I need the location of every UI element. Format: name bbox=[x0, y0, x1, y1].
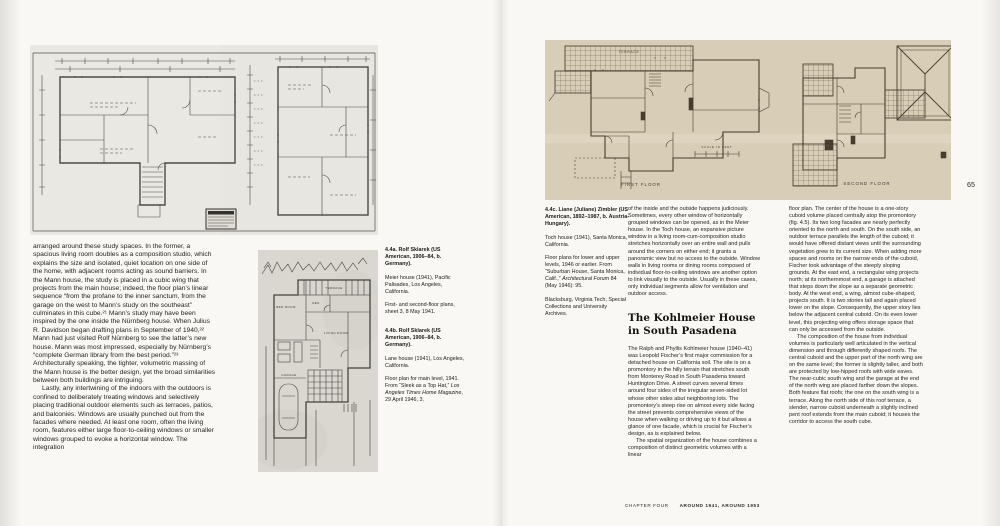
footer-chapter: CHAPTER FOUR bbox=[625, 503, 669, 508]
caption-line: Lane house (1941), Los Angeles, Californ… bbox=[385, 355, 465, 369]
footer-running-title: AROUND 1941, AROUND 1953 bbox=[679, 503, 760, 508]
paragraph: of the inside and the outside happens ju… bbox=[628, 206, 760, 298]
paragraph: floor plan. The center of the house is a… bbox=[789, 206, 922, 333]
paragraph: arranged around these study spaces. In t… bbox=[33, 243, 216, 384]
caption-line: Floor plans for lower and upper levels, … bbox=[545, 255, 629, 290]
plan-label-first-floor: FIRST FLOOR bbox=[621, 182, 661, 187]
heading-line: in South Pasadena bbox=[628, 324, 737, 337]
plan-label-terrace: TERRACE bbox=[619, 50, 640, 54]
room-label-garage: GARAGE bbox=[281, 373, 296, 377]
paragraph: The composition of the house from indivi… bbox=[789, 333, 923, 425]
toch-house-plan-drawing: TERRACE SCALE IN FEET FIRST FLOOR SECOND… bbox=[545, 40, 951, 200]
page-footer: CHAPTER FOUR AROUND 1941, AROUND 1953 bbox=[625, 503, 760, 508]
caption-text: Floor plan for main level, 1941. From “S… bbox=[385, 376, 460, 390]
caption-head: 4.4c. Liane (Juliane) Zimbler (US Americ… bbox=[545, 207, 629, 228]
lane-house-plan-drawing: TERRACE BED ROOM DEN LIVING ROOM GARAGE bbox=[258, 250, 378, 472]
caption-head: 4.4b. Rolf Sklarek (US American, 1906–84… bbox=[385, 328, 442, 349]
spread-gutter-shadow bbox=[492, 0, 510, 526]
caption-line: Meier house (1941), Pacific Palisades, L… bbox=[385, 274, 451, 295]
caption-line: Toch house (1941), Santa Monica, Califor… bbox=[545, 234, 628, 248]
caption-4-4b: 4.4b. Rolf Sklarek (US American, 1906–84… bbox=[385, 328, 465, 404]
caption-head: 4.4a. Rolf Sklarek (US American, 1906–84… bbox=[385, 247, 442, 268]
caption-line: First- and second-floor plans, sheet 3, … bbox=[385, 302, 455, 316]
plan-label-scale: SCALE IN FEET bbox=[701, 145, 732, 149]
figure-toch-house-plans: TERRACE SCALE IN FEET FIRST FLOOR SECOND… bbox=[545, 40, 951, 200]
paragraph: The spatial organization of the house co… bbox=[628, 438, 757, 459]
left-page-captions: 4.4a. Rolf Sklarek (US American, 1906–84… bbox=[385, 247, 465, 416]
plan-label-second-floor: SECOND FLOOR bbox=[843, 181, 890, 186]
right-page-column-1: of the inside and the outside happens ju… bbox=[628, 206, 760, 459]
right-page-column-2: floor plan. The center of the house is a… bbox=[789, 206, 923, 426]
figure-lane-house-plan: TERRACE BED ROOM DEN LIVING ROOM GARAGE bbox=[258, 250, 378, 472]
caption-line: Floor plan for main level, 1941. From “S… bbox=[385, 376, 465, 404]
room-label-den: DEN bbox=[312, 301, 320, 305]
caption-text: , 29 April 1946, 3. bbox=[385, 390, 463, 404]
left-page-edge bbox=[0, 0, 22, 526]
caption-line: Blacksburg, Virginia Tech, Special Colle… bbox=[545, 296, 627, 317]
figure-meier-house-floor-plans bbox=[30, 45, 378, 235]
left-page-text-column: arranged around these study spaces. In t… bbox=[33, 243, 216, 452]
caption-text: 84 (May 1946): 95. bbox=[545, 276, 617, 290]
title-block bbox=[205, 208, 237, 230]
page-number: 65 bbox=[967, 180, 975, 189]
caption-text: Floor plans for lower and upper levels, … bbox=[545, 255, 625, 283]
right-page-edge bbox=[982, 0, 1000, 526]
meier-house-plan-drawing bbox=[30, 45, 378, 235]
heading-line: The Kohlmeier House bbox=[628, 312, 756, 325]
section-heading: The Kohlmeier House in South Pasadena bbox=[628, 312, 760, 337]
paragraph: Lastly, any intertwining of the indoors … bbox=[33, 385, 215, 451]
caption-italic-source: Architectural Forum bbox=[562, 276, 610, 283]
room-label-bedroom: BED ROOM bbox=[276, 305, 296, 309]
caption-italic-source: Los Angeles Times Home Magazine bbox=[385, 383, 462, 397]
room-label-terrace: TERRACE bbox=[325, 286, 342, 290]
caption-4-4c: 4.4c. Liane (Juliane) Zimbler (US Americ… bbox=[545, 207, 629, 330]
paragraph: The Ralph and Phyllis Kohlmeier house (1… bbox=[628, 345, 755, 438]
room-label-living: LIVING ROOM bbox=[324, 331, 349, 335]
caption-4-4a: 4.4a. Rolf Sklarek (US American, 1906–84… bbox=[385, 247, 465, 316]
